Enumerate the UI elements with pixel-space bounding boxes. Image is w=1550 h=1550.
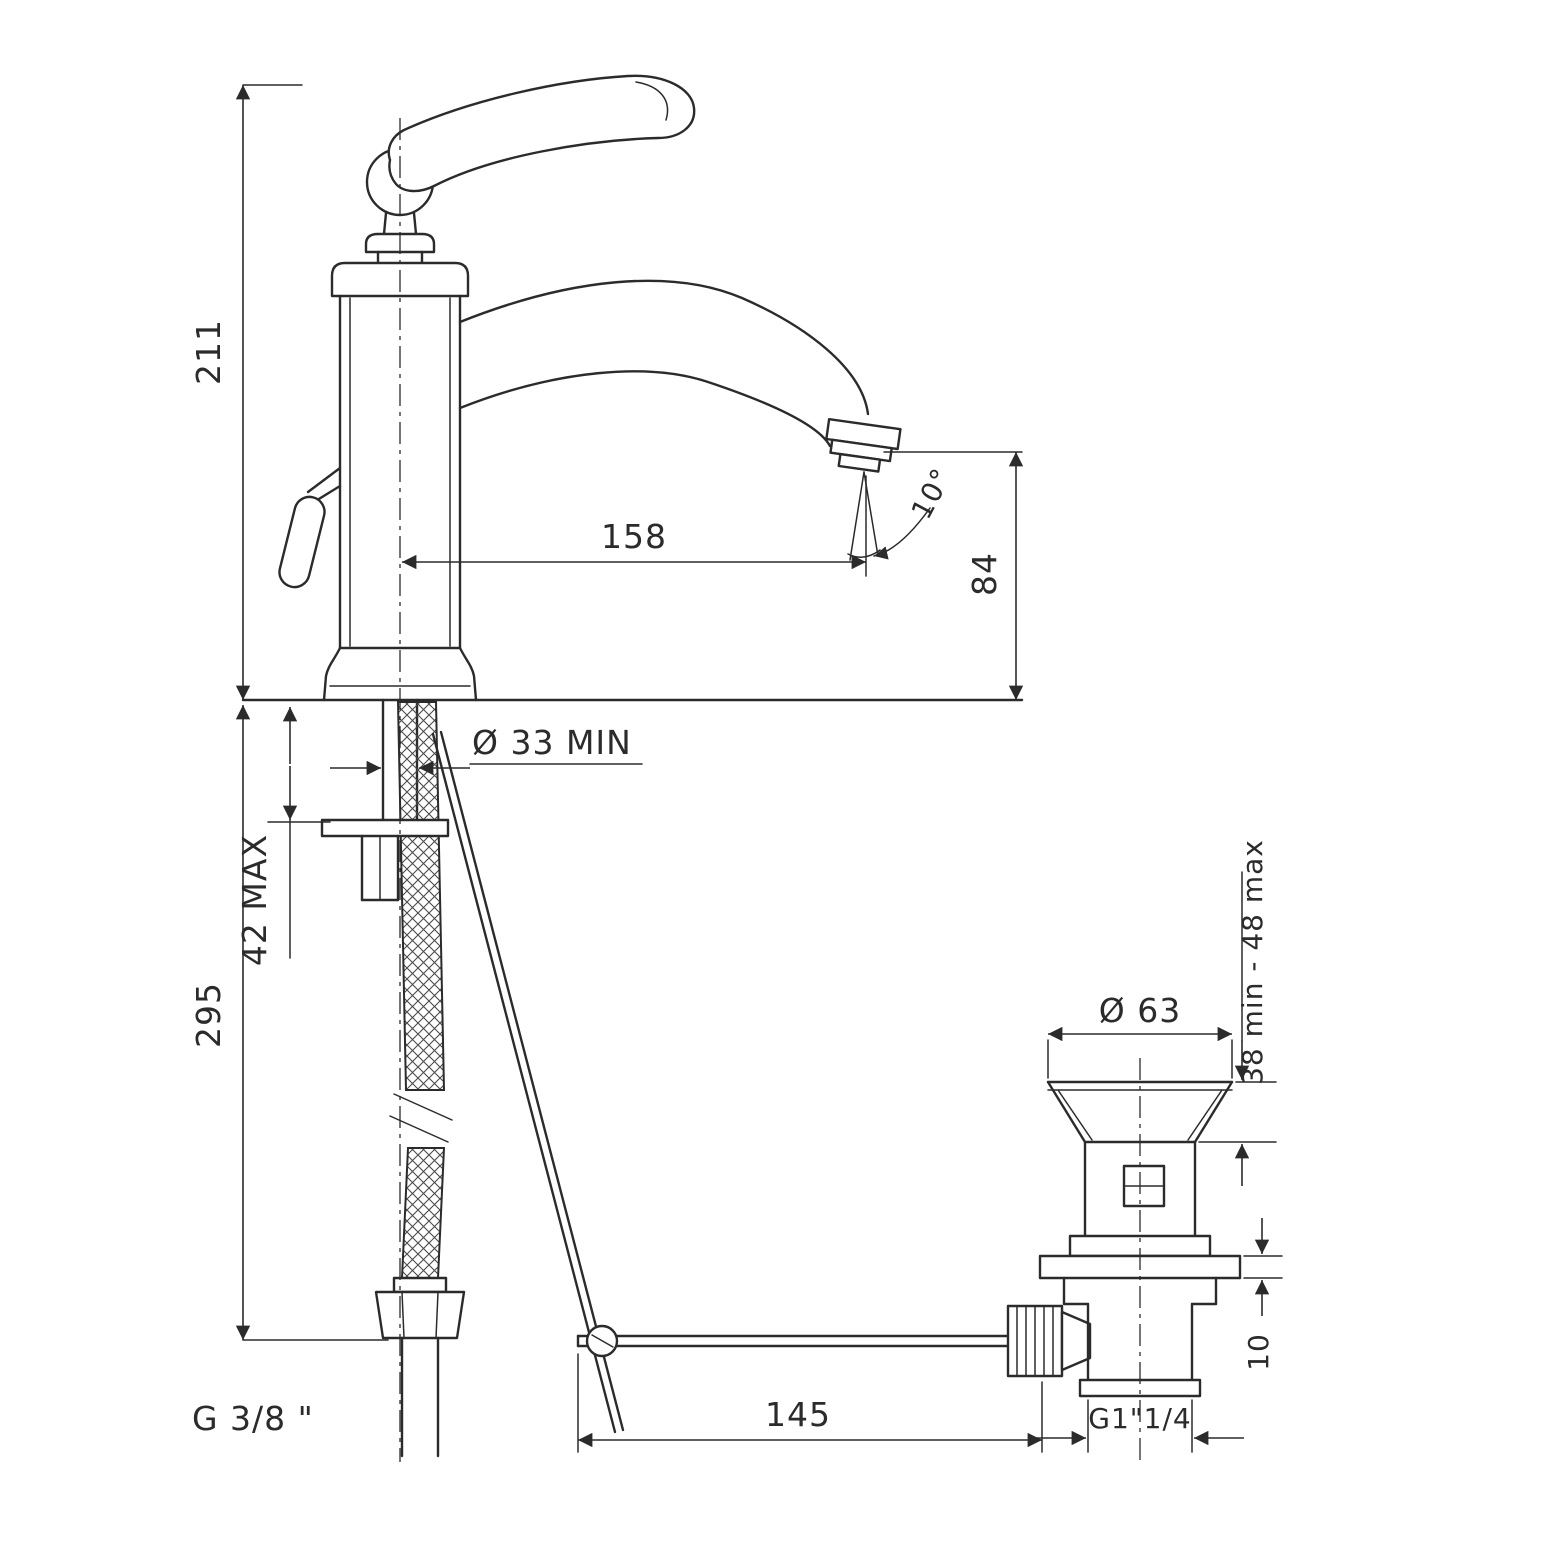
dimension-spout-reach: 158 [402, 475, 867, 577]
label-rod-length: 145 [765, 1395, 831, 1434]
label-waste-flange: Ø 63 [1099, 991, 1181, 1030]
dimension-hole-diameter: Ø 33 MIN [330, 723, 643, 776]
hose-nut [374, 1290, 466, 1340]
label-inlet-thread-group: G 3/8 " [192, 1399, 314, 1438]
dimension-hose-length: 295 [189, 705, 389, 1341]
label-hose-length: 295 [189, 982, 228, 1048]
horizontal-rod [576, 1324, 1010, 1358]
dimension-waste-flange: Ø 63 [1047, 991, 1233, 1079]
label-inlet-thread: G 3/8 " [192, 1399, 314, 1438]
clamp-plate [320, 818, 450, 838]
label-spout-height: 84 [965, 552, 1004, 596]
dimension-waste-thread: G1"1/4 [1036, 1399, 1244, 1453]
spout [458, 279, 902, 473]
dimension-spout-height: 84 [883, 451, 1024, 700]
dimension-waste-clamp-range: 38 min - 48 max [1198, 839, 1277, 1186]
label-deck-thickness: 42 MAX [235, 834, 274, 966]
label-waste-thread: G1"1/4 [1088, 1402, 1191, 1435]
label-hole-diameter: Ø 33 MIN [472, 723, 632, 762]
dimension-flow-angle: 10° [847, 463, 959, 561]
centerlines [399, 118, 1141, 1464]
label-waste-clamp-range: 38 min - 48 max [1236, 839, 1269, 1085]
label-spout-reach: 158 [601, 517, 667, 556]
flexible-hose-upper [396, 701, 446, 1091]
dimension-waste-collar: 10 [1242, 1218, 1283, 1371]
label-flow-angle: 10° [905, 463, 959, 525]
knurled-connector [1006, 1304, 1092, 1378]
faucet-handle [364, 74, 696, 265]
dimension-total-height: 211 [189, 84, 303, 700]
underdeck-assembly [320, 698, 466, 1458]
dimension-rod-length: 145 [577, 1353, 1043, 1453]
flexible-hose-lower [400, 1147, 446, 1279]
popup-rod [431, 730, 625, 1434]
label-total-height: 211 [189, 319, 228, 385]
label-waste-collar: 10 [1242, 1333, 1275, 1371]
popup-control-lever [278, 466, 342, 589]
dimension-deck-thickness: 42 MAX [235, 707, 331, 966]
